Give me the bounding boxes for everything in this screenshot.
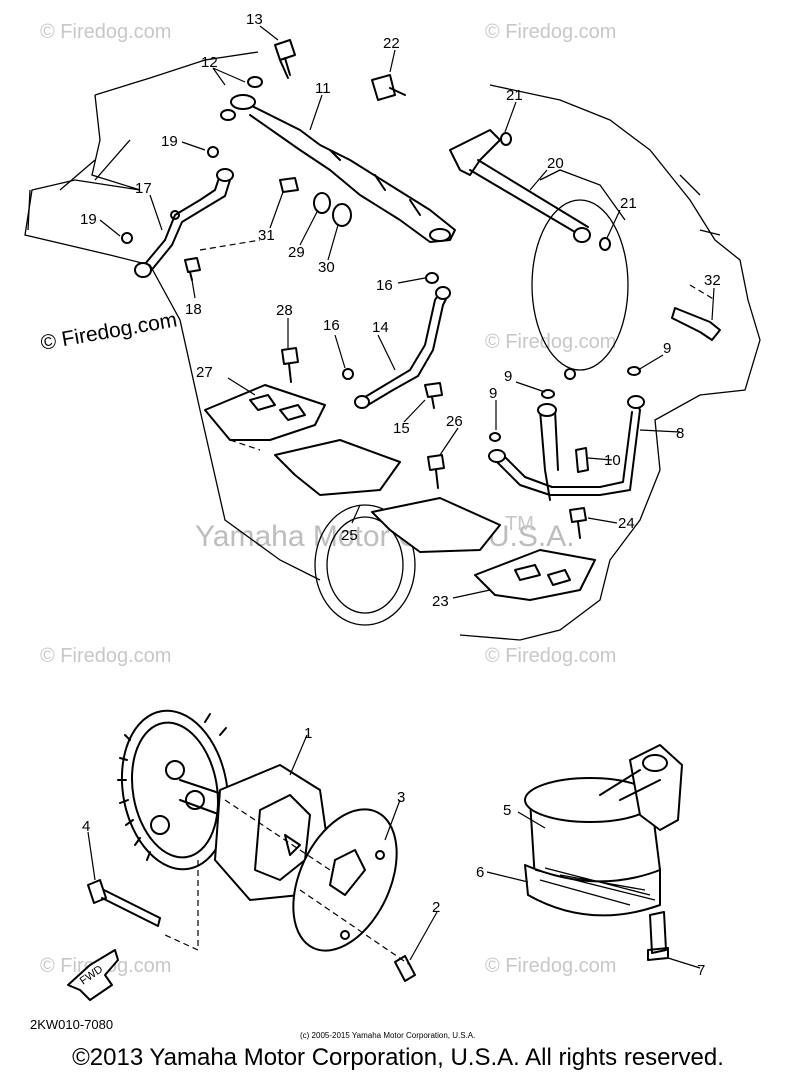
callout-18: 18 [185,301,202,318]
bolts-top [121,39,641,539]
callout-11: 11 [315,80,331,97]
pump-cover-3 [292,808,398,952]
watermark-firedog: © Firedog.com [485,645,616,667]
strainer-bolt-7 [647,911,669,961]
callout-16: 16 [376,277,393,294]
callout-21b: 21 [620,195,637,212]
watermark-firedog: © Firedog.com [40,645,171,667]
pipe-32 [671,307,721,341]
callout-numbers: 13 22 12 11 21 19 20 17 21 19 31 29 30 1… [80,11,721,979]
callout-14: 14 [372,319,389,336]
callout-19: 19 [161,133,178,150]
assembly-guide-lines [164,799,411,966]
oil-pipe-8 [488,395,645,501]
callout-17: 17 [135,180,152,197]
watermark-firedog: © Firedog.com [40,21,171,43]
callout-6: 6 [476,864,484,881]
oil-pipe-17 [134,168,234,278]
callout-23: 23 [432,593,449,610]
callout-4: 4 [82,818,90,835]
callout-3: 3 [397,789,405,806]
small-copyright: (c) 2005-2015 Yamaha Motor Corporation, … [300,1031,476,1040]
callout-30: 30 [318,259,335,276]
callout-25: 25 [341,527,358,544]
main-copyright: ©2013 Yamaha Motor Corporation, U.S.A. A… [72,1044,724,1071]
watermark-firedog: © Firedog.com [485,955,616,977]
pump-bolt-4 [87,879,161,927]
callout-27: 27 [196,364,213,381]
oil-pipe-11 [230,94,456,243]
dowel-pin-2 [394,955,416,982]
watermark-firedog: © Firedog.com [485,21,616,43]
callout-2: 2 [432,899,440,916]
callout-1: 1 [304,725,312,742]
callout-22: 22 [383,35,400,52]
leader-lines [87,25,715,969]
baffle-plates [204,384,596,601]
callout-8: 8 [676,425,684,442]
callout-5: 5 [503,802,511,819]
watermark-firedog-dark: © Firedog.com [39,308,179,355]
callout-32: 32 [704,272,721,289]
callout-19b: 19 [80,211,97,228]
callout-10: 10 [604,452,621,469]
drawing-code: 2KW010-7080 [30,1017,114,1032]
callout-15: 15 [393,420,410,437]
callout-28: 28 [276,302,293,319]
callout-12: 12 [201,54,218,71]
callout-13: 13 [246,11,263,28]
callout-7: 7 [697,962,705,979]
oil-pump-assembly [117,709,331,901]
callout-24: 24 [618,515,635,532]
callout-31: 31 [258,227,275,244]
oil-pipe-20 [449,129,591,243]
watermark-tm: TM [505,513,534,535]
callout-21: 21 [506,87,523,104]
oil-strainer-assembly [524,744,683,917]
callout-29: 29 [288,244,305,261]
crankcase-outline [24,51,761,641]
callout-9c: 9 [489,385,497,402]
callout-20: 20 [547,155,564,172]
callout-9a: 9 [663,340,671,357]
callout-9b: 9 [504,368,512,385]
watermark-firedog: © Firedog.com [485,331,616,353]
oil-pipe-14 [354,286,451,409]
callout-26: 26 [446,413,463,430]
callout-16b: 16 [323,317,340,334]
